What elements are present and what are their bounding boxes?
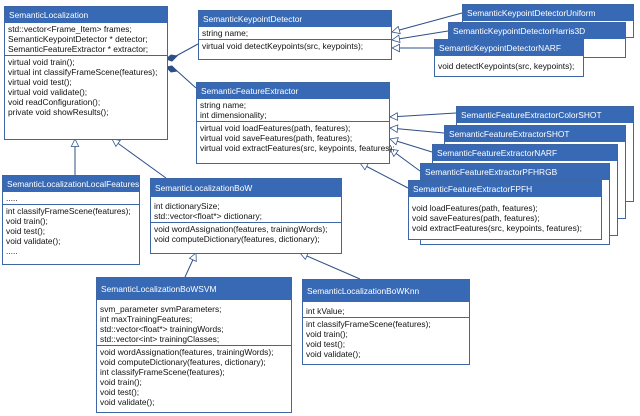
attribute: int dictionarySize; bbox=[154, 201, 220, 211]
class-localization-bow-knn: SemanticLocalizationBoWKnn int kValue; i… bbox=[302, 279, 470, 365]
method: void train(); bbox=[306, 329, 348, 339]
method: virtual void test(); bbox=[8, 77, 72, 87]
inherit-fe-shot-line bbox=[390, 128, 445, 134]
method: int classifyFrameScene(features); bbox=[6, 206, 131, 216]
method: void test(); bbox=[306, 339, 346, 349]
method: void train(); bbox=[100, 377, 142, 387]
class-localization-bow: SemanticLocalizationBoW int dictionarySi… bbox=[150, 178, 342, 254]
class-localization-local-features: SemanticLocalizationLocalFeatures ..... … bbox=[2, 175, 140, 265]
method: void train(); bbox=[6, 216, 48, 226]
compartment-divider bbox=[197, 121, 389, 122]
method: void validate(); bbox=[306, 349, 361, 359]
class-name: SemanticLocalizationBoWSVM bbox=[97, 278, 291, 300]
method: int classifyFrameScene(features); bbox=[306, 319, 431, 329]
compartment-divider bbox=[97, 345, 291, 346]
aggregation-extractor-line bbox=[175, 69, 197, 89]
class-localization-bow-svm: SemanticLocalizationBoWSVM svm_parameter… bbox=[96, 277, 292, 413]
class-name: SemanticFeatureExtractorColorSHOT bbox=[457, 107, 633, 123]
class-fe-fpfh: SemanticFeatureExtractorFPFH void loadFe… bbox=[408, 180, 602, 240]
method: void validate(); bbox=[100, 397, 155, 407]
attribute: svm_parameter svmParameters; bbox=[100, 304, 222, 314]
attribute: int dimensionality; bbox=[200, 110, 267, 120]
class-name: SemanticFeatureExtractor bbox=[197, 83, 389, 99]
class-name: SemanticLocalizationBoWKnn bbox=[303, 280, 469, 302]
inherit-bowknn-line bbox=[300, 253, 361, 280]
method: void computeDictionary(features, diction… bbox=[100, 357, 266, 367]
class-name: SemanticFeatureExtractorFPFH bbox=[409, 181, 601, 197]
method: virtual void detectKeypoints(src, keypoi… bbox=[202, 41, 364, 51]
method: void wordAssignation(features, trainingW… bbox=[100, 347, 274, 357]
inherit-bow-line bbox=[112, 139, 167, 179]
method: int classifyFrameScene(features); bbox=[100, 367, 225, 377]
class-name: SemanticFeatureExtractorNARF bbox=[433, 145, 617, 161]
class-semantic-localization: SemanticLocalization std::vector<Frame_I… bbox=[4, 6, 168, 140]
method: void test(); bbox=[6, 226, 46, 236]
compartment-divider bbox=[3, 204, 139, 205]
inherit-fe-fpfh-line bbox=[360, 162, 409, 189]
method: virtual void saveFeatures(path, features… bbox=[200, 133, 353, 143]
aggregation-detector-line bbox=[175, 43, 199, 57]
class-name: SemanticLocalization bbox=[5, 7, 167, 23]
method: virtual void train(); bbox=[8, 57, 75, 67]
inherit-fe-narf-line bbox=[390, 139, 433, 153]
attribute: string name; bbox=[200, 100, 247, 110]
attribute: ..... bbox=[6, 193, 18, 203]
method: virtual void validate(); bbox=[8, 87, 88, 97]
inherit-bowsvm-line bbox=[184, 253, 196, 278]
class-name: SemanticKeypointDetectorNARF bbox=[435, 40, 583, 56]
class-name: SemanticKeypointDetector bbox=[199, 11, 391, 27]
compartment-divider bbox=[303, 317, 469, 318]
class-semantic-feature-extractor: SemanticFeatureExtractor string name; in… bbox=[196, 82, 395, 164]
attribute: int kValue; bbox=[306, 306, 345, 316]
class-name: SemanticFeatureExtractorPFHRGB bbox=[421, 164, 609, 180]
method: void readConfiguration(); bbox=[8, 97, 101, 107]
method: virtual void extractFeatures(src, keypoi… bbox=[200, 143, 395, 153]
class-semantic-keypoint-detector: SemanticKeypointDetector string name; vi… bbox=[198, 10, 392, 60]
attribute: std::vector<Frame_Item> frames; bbox=[8, 24, 132, 34]
method: void loadFeatures(path, features); bbox=[412, 203, 538, 213]
method: virtual void loadFeatures(path, features… bbox=[200, 123, 351, 133]
compartment-divider bbox=[199, 39, 391, 40]
method: void saveFeatures(path, features); bbox=[412, 213, 540, 223]
class-name: SemanticKeypointDetectorUniform bbox=[463, 5, 633, 21]
method: void wordAssignation(features, trainingW… bbox=[154, 224, 328, 234]
attribute: std::vector<float*> dictionary; bbox=[154, 211, 262, 221]
inherit-fe-colorshot-line bbox=[390, 113, 457, 117]
method: void detectKeypoints(src, keypoints); bbox=[438, 61, 575, 71]
attribute: std::vector<int> trainingClasses; bbox=[100, 334, 220, 344]
class-name: SemanticLocalizationBoW bbox=[151, 179, 341, 197]
method: void computeDictionary(features, diction… bbox=[154, 234, 320, 244]
method: virtual int classifyFrameScene(features)… bbox=[8, 67, 158, 77]
compartment-divider bbox=[151, 222, 341, 223]
attribute: SemanticKeypointDetector * detector; bbox=[8, 34, 148, 44]
method: void extractFeatures(src, keypoints, fea… bbox=[412, 223, 582, 233]
attribute: int maxTrainingFeatures; bbox=[100, 314, 193, 324]
attribute: string name; bbox=[202, 28, 249, 38]
class-kp-detector-narf: SemanticKeypointDetectorNARF void detect… bbox=[434, 39, 584, 77]
class-name: SemanticLocalizationLocalFeatures bbox=[3, 176, 139, 192]
attribute: SemanticFeatureExtractor * extractor; bbox=[8, 44, 149, 54]
class-name: SemanticKeypointDetectorHarris3D bbox=[449, 23, 625, 39]
method: ..... bbox=[6, 246, 18, 256]
compartment-divider bbox=[5, 55, 167, 56]
method: private void showResults(); bbox=[8, 107, 109, 117]
method: void validate(); bbox=[6, 236, 61, 246]
class-name: SemanticFeatureExtractorSHOT bbox=[445, 126, 625, 142]
method: void test(); bbox=[100, 387, 140, 397]
attribute: std::vector<float*> trainingWords; bbox=[100, 324, 224, 334]
